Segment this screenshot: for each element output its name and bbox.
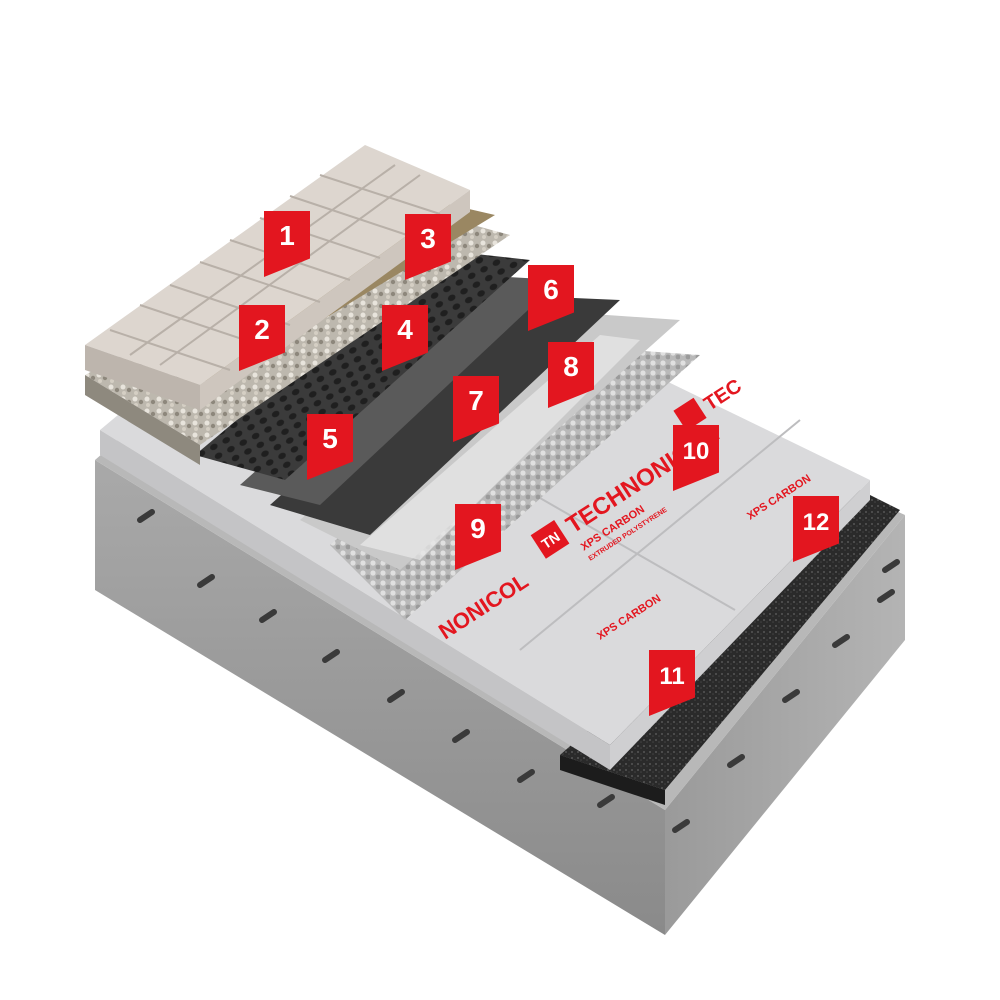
marker-number: 3 [420,223,436,254]
marker-number: 12 [803,509,830,536]
marker-number: 8 [563,351,579,382]
marker-6: 6 [528,265,574,331]
marker-number: 11 [659,663,684,690]
rebar-ends [137,509,900,833]
marker-7: 7 [453,376,499,442]
marker-flag-shape [264,211,310,277]
marker-number: 1 [279,220,295,251]
marker-flag-shape [405,214,451,280]
tn-logo-icon-2 [673,397,707,431]
marker-5: 5 [307,414,353,480]
marker-number: 6 [543,274,559,305]
marker-10: 10 [673,425,719,491]
marker-3: 3 [405,214,451,280]
marker-number: 9 [470,513,486,544]
marker-1: 1 [264,211,310,277]
marker-number: 5 [322,423,338,454]
tn-logo-icon [530,519,570,559]
marker-number: 4 [397,314,413,345]
layer-drainage-membrane [195,250,530,480]
marker-9: 9 [455,504,501,570]
marker-11: 11 [649,650,695,716]
marker-flag-shape [307,414,353,480]
marker-flag-shape [673,425,719,491]
marker-flag-shape [455,504,501,570]
marker-flag-shape [548,342,594,408]
marker-flag-shape [793,496,839,562]
marker-number: 10 [683,438,710,465]
marker-flag-shape [453,376,499,442]
marker-4: 4 [382,305,428,371]
marker-flag-shape [239,305,285,371]
marker-2: 2 [239,305,285,371]
marker-12: 12 [793,496,839,562]
marker-8: 8 [548,342,594,408]
marker-flag-shape [649,650,695,716]
layer-dark-membrane [270,295,620,535]
marker-flag-shape [382,305,428,371]
marker-flag-shape [528,265,574,331]
marker-number: 2 [254,314,270,345]
marker-number: 7 [468,385,484,416]
